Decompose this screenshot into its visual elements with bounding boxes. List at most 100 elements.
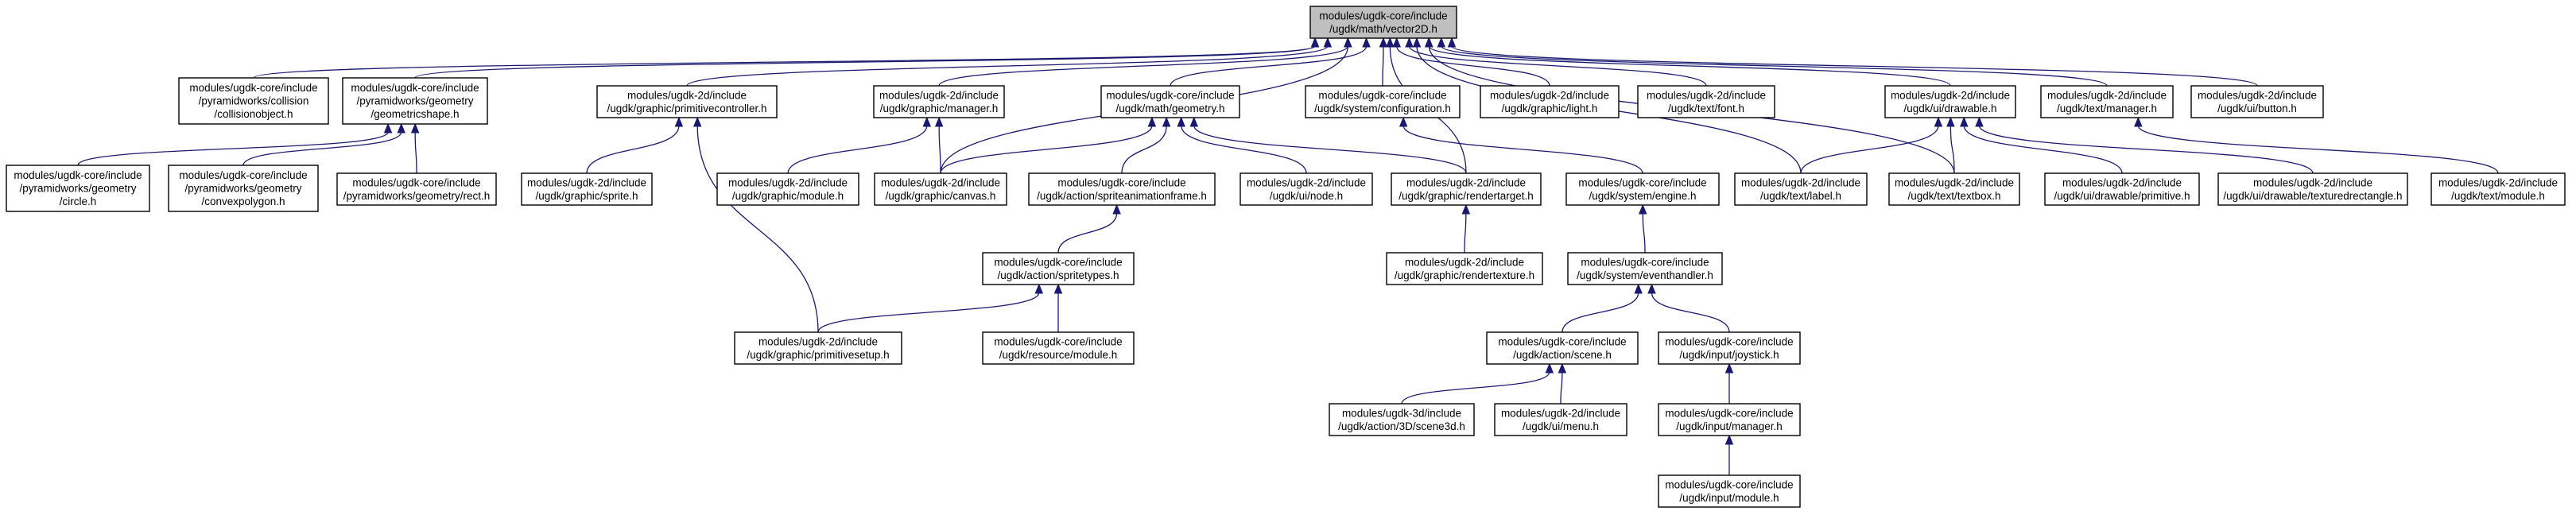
node-box[interactable]: [982, 331, 1135, 365]
node-box[interactable]: [1888, 172, 2020, 206]
node-box[interactable]: [2190, 85, 2324, 118]
node-textmodule[interactable]: modules/ugdk-2d/include/ugdk/text/module…: [2431, 172, 2566, 206]
node-box[interactable]: [1565, 172, 1720, 206]
node-graphicmodule[interactable]: modules/ugdk-2d/include/ugdk/graphic/mod…: [716, 172, 859, 206]
node-box[interactable]: [2040, 85, 2174, 118]
node-primitivesetup[interactable]: modules/ugdk-2d/include/ugdk/graphic/pri…: [734, 331, 902, 365]
node-font[interactable]: modules/ugdk-2d/include/ugdk/text/font.h: [1637, 85, 1775, 118]
node-label-line: /ugdk/math/vector2D.h: [1329, 23, 1437, 35]
node-uinode[interactable]: modules/ugdk-2d/include/ugdk/ui/node.h: [1240, 172, 1373, 206]
node-box[interactable]: [1305, 85, 1461, 118]
node-box[interactable]: [1637, 85, 1775, 118]
node-label-line: /ugdk/ui/button.h: [2217, 103, 2297, 114]
edge-arrowhead: [1177, 116, 1185, 127]
node-collisionobject[interactable]: modules/ugdk-core/include/pyramidworks/c…: [178, 77, 329, 125]
node-box[interactable]: [168, 165, 319, 212]
node-box[interactable]: [1567, 252, 1723, 285]
node-box[interactable]: [1386, 252, 1543, 285]
node-box[interactable]: [1734, 172, 1868, 206]
node-box[interactable]: [2044, 172, 2200, 206]
node-box[interactable]: [6, 165, 150, 212]
node-button[interactable]: modules/ugdk-2d/include/ugdk/ui/button.h: [2190, 85, 2324, 118]
node-box[interactable]: [982, 252, 1135, 285]
edge-arrowhead: [1447, 37, 1457, 48]
node-label-line: modules/ugdk-core/include: [1498, 335, 1626, 347]
node-box[interactable]: [1480, 85, 1620, 118]
node-sprite[interactable]: modules/ugdk-2d/include/ugdk/graphic/spr…: [521, 172, 653, 206]
node-box[interactable]: [1486, 331, 1639, 365]
node-box[interactable]: [1100, 85, 1240, 118]
edge-texturedrectangle-to-drawable: [1978, 125, 2314, 174]
node-box[interactable]: [1329, 403, 1475, 436]
node-box[interactable]: [1494, 403, 1627, 436]
node-box[interactable]: [1240, 172, 1373, 206]
node-box[interactable]: [596, 85, 778, 118]
edge-graphicmanager-to-vector2d: [938, 45, 1348, 87]
node-rendertexture[interactable]: modules/ugdk-2d/include/ugdk/graphic/ren…: [1386, 252, 1543, 285]
node-scene3d[interactable]: modules/ugdk-3d/include/ugdk/action/3D/s…: [1329, 403, 1475, 436]
node-box[interactable]: [873, 85, 1005, 118]
node-mathgeometry[interactable]: modules/ugdk-core/include/ugdk/math/geom…: [1100, 85, 1240, 118]
node-label-line: modules/ugdk-2d/include: [881, 176, 1000, 188]
edge-arrowhead: [922, 116, 932, 127]
node-spriteanimationframe[interactable]: modules/ugdk-core/include/ugdk/action/sp…: [1028, 172, 1216, 206]
node-box[interactable]: [2217, 172, 2408, 206]
node-box[interactable]: [1658, 474, 1801, 508]
node-drawable[interactable]: modules/ugdk-2d/include/ugdk/ui/drawable…: [1884, 85, 2016, 118]
node-box[interactable]: [178, 77, 329, 125]
node-spritetypes[interactable]: modules/ugdk-core/include/ugdk/action/sp…: [982, 252, 1135, 285]
edge-arrowhead: [1437, 37, 1446, 48]
node-box[interactable]: [1658, 331, 1801, 365]
node-label-line: /ugdk/action/3D/scene3d.h: [1338, 420, 1465, 432]
node-light[interactable]: modules/ugdk-2d/include/ugdk/graphic/lig…: [1480, 85, 1620, 118]
node-label-line: modules/ugdk-2d/include: [527, 176, 646, 188]
node-uimenu[interactable]: modules/ugdk-2d/include/ugdk/ui/menu.h: [1494, 403, 1627, 436]
node-textmanager[interactable]: modules/ugdk-2d/include/ugdk/text/manage…: [2040, 85, 2174, 118]
edge-arrowhead: [1162, 116, 1171, 127]
node-convexpolygon[interactable]: modules/ugdk-core/include/pyramidworks/g…: [168, 165, 319, 212]
node-box[interactable]: [1309, 6, 1457, 39]
node-primitive[interactable]: modules/ugdk-2d/include/ugdk/ui/drawable…: [2044, 172, 2200, 206]
node-texturedrectangle[interactable]: modules/ugdk-2d/include/ugdk/ui/drawable…: [2217, 172, 2408, 206]
node-box[interactable]: [716, 172, 859, 206]
edge-arrowhead: [1405, 37, 1414, 48]
node-graphicmanager[interactable]: modules/ugdk-2d/include/ugdk/graphic/man…: [873, 85, 1005, 118]
node-label-line: /pyramidworks/geometry: [356, 95, 473, 107]
node-textbox[interactable]: modules/ugdk-2d/include/ugdk/text/textbo…: [1888, 172, 2020, 206]
node-box[interactable]: [1028, 172, 1216, 206]
node-vector2d[interactable]: modules/ugdk-core/include/ugdk/math/vect…: [1309, 6, 1457, 39]
node-box[interactable]: [874, 172, 1007, 206]
node-geometricshape[interactable]: modules/ugdk-core/include/pyramidworks/g…: [342, 77, 488, 125]
node-box[interactable]: [734, 331, 902, 365]
node-label-line: /ugdk/ui/drawable/primitive.h: [2054, 190, 2190, 202]
node-box[interactable]: [1884, 85, 2016, 118]
node-joystick[interactable]: modules/ugdk-core/include/ugdk/input/joy…: [1658, 331, 1801, 365]
node-label[interactable]: modules/ugdk-2d/include/ugdk/text/label.…: [1734, 172, 1868, 206]
edge-rendertarget-to-mathgeometry: [1193, 125, 1467, 174]
node-box[interactable]: [1391, 172, 1542, 206]
node-box[interactable]: [336, 172, 497, 206]
node-primitivecontroller[interactable]: modules/ugdk-2d/include/ugdk/graphic/pri…: [596, 85, 778, 118]
nodes-layer: modules/ugdk-core/include/ugdk/math/vect…: [6, 6, 2566, 508]
node-eventhandler[interactable]: modules/ugdk-core/include/ugdk/system/ev…: [1567, 252, 1723, 285]
node-label-line: /ugdk/action/spritetypes.h: [997, 269, 1119, 281]
edge-spriteanimationframe-to-mathgeometry: [1121, 125, 1167, 174]
node-engine[interactable]: modules/ugdk-core/include/ugdk/system/en…: [1565, 172, 1720, 206]
node-label-line: modules/ugdk-2d/include: [2062, 176, 2182, 188]
node-box[interactable]: [1658, 403, 1801, 436]
node-box[interactable]: [521, 172, 653, 206]
node-canvas[interactable]: modules/ugdk-2d/include/ugdk/graphic/can…: [874, 172, 1007, 206]
node-scene[interactable]: modules/ugdk-core/include/ugdk/action/sc…: [1486, 331, 1639, 365]
node-resourcemodule[interactable]: modules/ugdk-core/include/ugdk/resource/…: [982, 331, 1135, 365]
edge-arrowhead: [1724, 362, 1734, 374]
node-rect[interactable]: modules/ugdk-core/include/pyramidworks/g…: [336, 172, 497, 206]
node-box[interactable]: [2431, 172, 2566, 206]
node-inputmanager[interactable]: modules/ugdk-core/include/ugdk/input/man…: [1658, 403, 1801, 436]
node-circle[interactable]: modules/ugdk-core/include/pyramidworks/g…: [6, 165, 150, 212]
node-label-line: modules/ugdk-core/include: [994, 335, 1122, 347]
node-label-line: /circle.h: [60, 196, 97, 207]
node-inputmodule[interactable]: modules/ugdk-core/include/ugdk/input/mod…: [1658, 474, 1801, 508]
node-configuration[interactable]: modules/ugdk-core/include/ugdk/system/co…: [1305, 85, 1461, 118]
node-rendertarget[interactable]: modules/ugdk-2d/include/ugdk/graphic/ren…: [1391, 172, 1542, 206]
node-box[interactable]: [342, 77, 488, 125]
